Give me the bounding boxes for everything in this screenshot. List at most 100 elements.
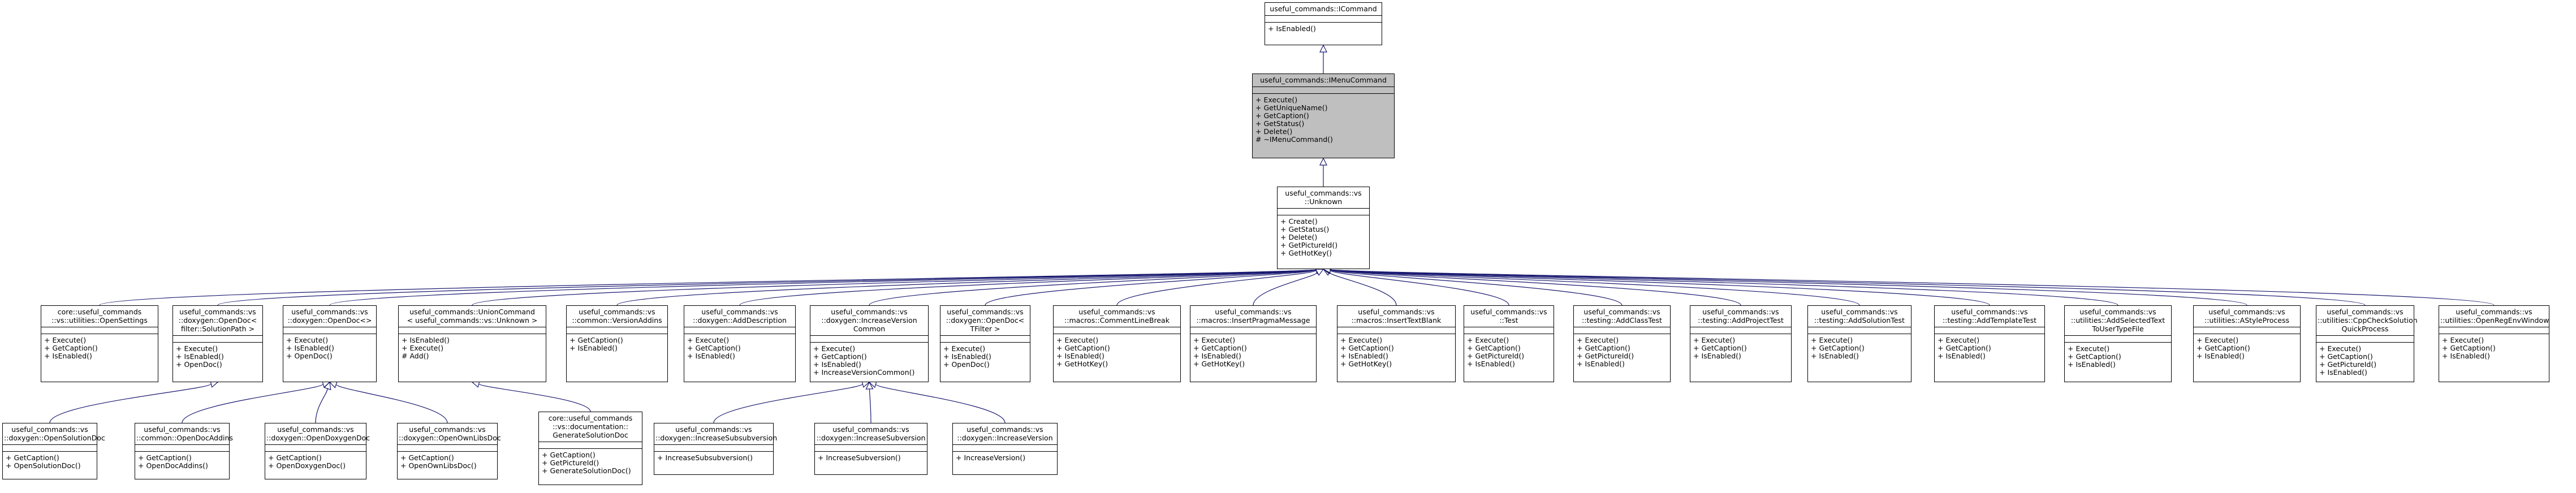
operation: + Execute() — [44, 336, 87, 344]
operations-compartment: + Execute()+ GetUniqueName()+ GetCaption… — [1253, 94, 1394, 146]
class-node-inserttextblank[interactable]: useful_commands::vs ::macros::InsertText… — [1337, 305, 1456, 382]
class-node-increasesubsubversion[interactable]: useful_commands::vs ::doxygen::IncreaseS… — [654, 423, 777, 475]
inheritance-edge — [1330, 270, 1509, 306]
operation: + IsEnabled() — [1340, 352, 1388, 360]
class-node-commentlinebreak[interactable]: useful_commands::vs ::macros::CommentLin… — [1053, 305, 1181, 382]
class-node-addtemplatetest[interactable]: useful_commands::vs ::testing::AddTempla… — [1934, 305, 2045, 382]
class-node-opensolutiondoc[interactable]: useful_commands::vs ::doxygen::OpenSolut… — [2, 423, 105, 479]
operation: + Delete() — [1255, 127, 1293, 136]
operation: + GetCaption() — [1340, 344, 1394, 352]
class-node-insertpragmamessage[interactable]: useful_commands::vs ::macros::InsertPrag… — [1190, 305, 1317, 382]
operations-compartment: + Execute()+ GetCaption()+ IsEnabled()+ … — [1054, 334, 1180, 370]
operation: + GetHotKey() — [1280, 249, 1332, 257]
class-name: useful_commands::vs ::doxygen::OpenDoc< … — [173, 306, 262, 336]
class-node-openregenv[interactable]: useful_commands::vs ::utilities::OpenReg… — [2439, 305, 2549, 382]
attributes-compartment — [684, 327, 795, 334]
inheritance-edge — [739, 269, 1317, 306]
class-name: useful_commands::vs ::utilities::AStyleP… — [2194, 306, 2300, 327]
class-node-openownlibsdoc[interactable]: useful_commands::vs ::doxygen::OpenOwnLi… — [397, 423, 501, 479]
operation: + IsEnabled() — [1467, 360, 1515, 368]
operation: + GetPictureId() — [2319, 360, 2377, 369]
operation: + GetHotKey() — [1056, 360, 1108, 368]
class-node-versionaddins[interactable]: useful_commands::vs ::common::VersionAdd… — [566, 305, 668, 382]
operation: + Create() — [1280, 217, 1318, 226]
attributes-compartment — [1190, 327, 1316, 334]
class-node-adddescription[interactable]: useful_commands::vs ::doxygen::AddDescri… — [684, 305, 796, 382]
operation: + IsEnabled() — [813, 360, 861, 369]
inheritance-edge — [182, 383, 324, 423]
class-node-increaseversioncommon[interactable]: useful_commands::vs ::doxygen::IncreaseV… — [810, 305, 929, 382]
operation: + Execute() — [1193, 336, 1236, 344]
attributes-compartment — [1337, 327, 1455, 334]
operation: + GetHotKey() — [1193, 360, 1245, 368]
operations-compartment: + IsEnabled()+ Execute()# Add() — [399, 334, 546, 362]
operation: + IsEnabled() — [1693, 352, 1741, 360]
operation: + Execute() — [687, 336, 730, 344]
inheritance-edge — [1116, 270, 1317, 306]
class-node-imenucommand[interactable]: useful_commands::IMenuCommand+ Execute()… — [1252, 73, 1395, 158]
inheritance-edge — [478, 383, 591, 412]
class-node-unknown[interactable]: useful_commands::vs ::Unknown+ Create()+… — [1277, 187, 1370, 269]
operation: + IncreaseSubversion() — [818, 453, 901, 462]
operation: + Execute() — [176, 344, 218, 353]
class-node-opendoc-t[interactable]: useful_commands::vs ::doxygen::OpenDoc<>… — [283, 305, 377, 382]
class-node-astyleprocess[interactable]: useful_commands::vs ::utilities::AStyleP… — [2193, 305, 2301, 382]
inheritance-edge — [1330, 269, 1860, 306]
inheritance-edge — [1330, 269, 2495, 306]
class-node-icommand[interactable]: useful_commands::ICommand+ IsEnabled() — [1265, 2, 1382, 45]
operations-compartment: + Execute()+ GetCaption()+ IsEnabled() — [684, 334, 795, 362]
class-name: useful_commands::vs ::testing::AddProjec… — [1690, 306, 1791, 327]
attributes-compartment — [2316, 336, 2414, 343]
class-node-addsolutiontest[interactable]: useful_commands::vs ::testing::AddSoluti… — [1807, 305, 1911, 382]
class-name: useful_commands::vs ::utilities::OpenReg… — [2439, 306, 2549, 327]
operations-compartment: + Execute()+ GetCaption()+ IsEnabled() — [2065, 343, 2171, 371]
operation: + GetPictureId() — [1577, 352, 1634, 360]
inheritance-edge — [1330, 269, 2366, 306]
operation: + GetCaption() — [2068, 352, 2121, 361]
operation: + GetCaption() — [542, 451, 596, 459]
attributes-compartment — [1265, 16, 1382, 23]
operations-compartment: + IncreaseVersion() — [953, 452, 1057, 464]
inheritance-edge — [616, 269, 1317, 306]
class-node-opendoc-tfilter[interactable]: useful_commands::vs ::doxygen::OpenDoc< … — [940, 305, 1030, 382]
operation: + IsEnabled() — [286, 344, 334, 352]
class-node-increasesubversion[interactable]: useful_commands::vs ::doxygen::IncreaseS… — [814, 423, 927, 475]
operation: + GetCaption() — [1577, 344, 1630, 352]
class-node-opendoc-solution[interactable]: useful_commands::vs ::doxygen::OpenDoc< … — [172, 305, 263, 382]
attributes-compartment — [1464, 327, 1554, 334]
attributes-compartment — [815, 445, 927, 452]
operation: + OpenSolutionDoc() — [6, 461, 81, 470]
class-name: core::useful_commands ::vs::utilities::O… — [41, 306, 158, 327]
operations-compartment: + GetCaption()+ IsEnabled() — [567, 334, 667, 354]
class-node-opendocaddins[interactable]: useful_commands::vs ::common::OpenDocAdd… — [135, 423, 233, 479]
class-node-increaseversion[interactable]: useful_commands::vs ::doxygen::IncreaseV… — [952, 423, 1058, 475]
class-node-unioncommand[interactable]: useful_commands::UnionCommand < useful_c… — [398, 305, 546, 382]
class-name: useful_commands::vs ::common::OpenDocAdd… — [135, 423, 233, 445]
class-node-addclasstest[interactable]: useful_commands::vs ::testing::AddClassT… — [1573, 305, 1671, 382]
operation: + GetCaption() — [6, 453, 59, 462]
class-name: useful_commands::vs ::doxygen::IncreaseS… — [815, 423, 927, 445]
class-node-opendoxygendoc[interactable]: useful_commands::vs ::doxygen::OpenDoxyg… — [265, 423, 370, 479]
class-node-generatesolutiondoc[interactable]: core::useful_commands ::vs::documentatio… — [538, 412, 642, 485]
operation: + GetCaption() — [2319, 352, 2373, 361]
attributes-compartment — [283, 327, 376, 334]
operation: + Execute() — [813, 344, 856, 353]
inheritance-arrowhead — [1319, 157, 1327, 166]
inheritance-edge — [1330, 269, 1990, 306]
inheritance-arrowhead — [865, 381, 874, 390]
operations-compartment: + Execute()+ GetCaption()+ IsEnabled() — [1808, 334, 1911, 362]
operation: + IsEnabled() — [2442, 352, 2490, 360]
operation: + IsEnabled() — [1056, 352, 1104, 360]
attributes-compartment — [398, 445, 497, 452]
class-node-cppcheck[interactable]: useful_commands::vs ::utilities::CppChec… — [2316, 305, 2418, 382]
class-node-addselectedtext[interactable]: useful_commands::vs ::utilities::AddSele… — [2064, 305, 2172, 382]
operation: + GetCaption() — [400, 453, 454, 462]
operation: + IsEnabled() — [1938, 352, 1986, 360]
class-node-opensettings[interactable]: core::useful_commands ::vs::utilities::O… — [41, 305, 158, 382]
operation: + IncreaseVersion() — [956, 453, 1026, 462]
class-node-test[interactable]: useful_commands::vs ::Test+ Execute()+ G… — [1464, 305, 1554, 382]
operation: + Execute() — [1255, 96, 1298, 104]
operation: + IsEnabled() — [2319, 368, 2367, 377]
class-node-addprojecttest[interactable]: useful_commands::vs ::testing::AddProjec… — [1690, 305, 1792, 382]
operation: + IncreaseVersionCommon() — [813, 368, 915, 377]
